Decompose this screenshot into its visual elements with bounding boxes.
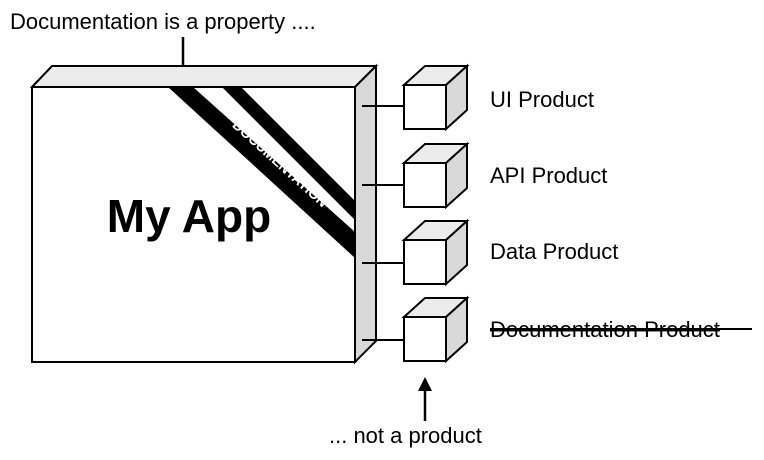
product-cube-ui [401, 63, 470, 132]
app-box-front-face [31, 86, 356, 363]
product-cube-api [401, 141, 470, 210]
app-title: My App [107, 190, 271, 242]
not-product-annotation: ... not a product [329, 423, 482, 448]
product-label-data: Data Product [490, 239, 618, 264]
product-label-ui: UI Product [490, 87, 594, 112]
app-box-side-face [354, 63, 377, 365]
product-label-api: API Product [490, 163, 607, 188]
app-box-top-face [29, 65, 379, 88]
testability-stripe [222, 87, 355, 220]
connectors [362, 105, 404, 341]
property-annotation: Documentation is a property .... [10, 9, 316, 34]
app-box: TESTABIILITY DOCUMENTATION My App [29, 63, 379, 365]
product-cube-data [401, 218, 470, 287]
not-product-arrow [418, 377, 432, 421]
product-cube-documentation [401, 295, 470, 364]
documentation-stripe [168, 87, 355, 258]
